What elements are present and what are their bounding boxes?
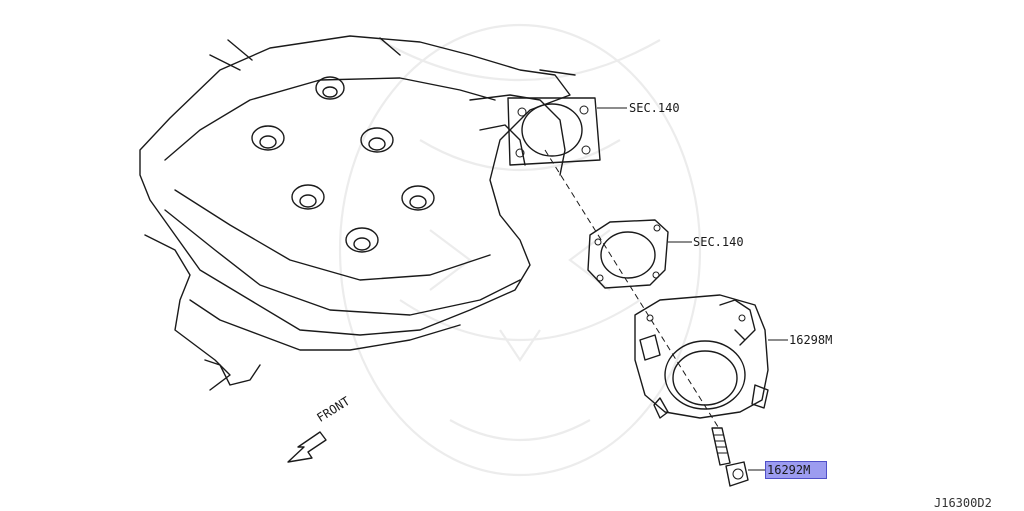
label-sec140-upper[interactable]: SEC.140 [629,101,680,115]
bolt [711,427,749,487]
intake-manifold [139,35,601,391]
label-sec140-lower[interactable]: SEC.140 [693,235,744,249]
diagram-code: J16300D2 [934,496,992,510]
label-16292m[interactable]: 16292M [767,463,811,477]
assembly-line [544,149,721,431]
front-arrow-icon [287,431,327,463]
watermark-emblem [338,23,702,477]
part-highlight [765,461,827,479]
label-16298m[interactable]: 16298M [789,333,833,347]
gasket [587,219,669,289]
throttle-body [634,294,769,419]
